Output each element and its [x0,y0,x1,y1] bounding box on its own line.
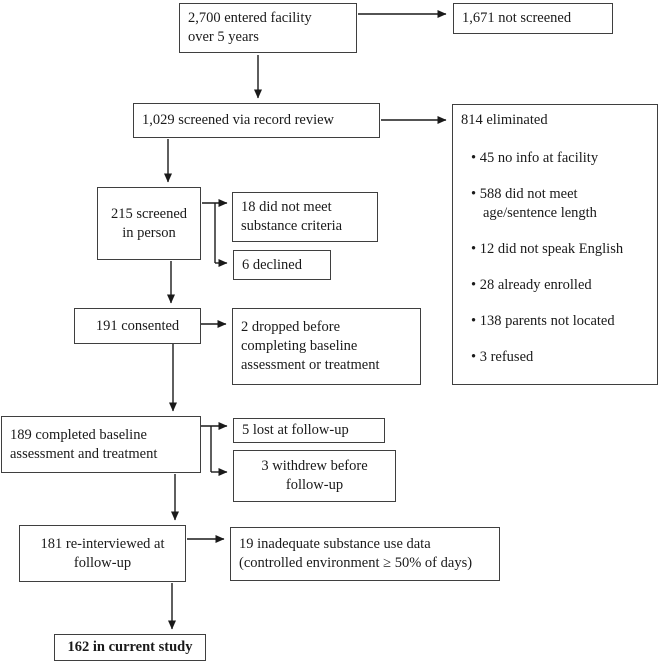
box-reinterviewed-line2: follow-up [73,554,132,571]
box-eliminated-title: 814 eliminated [461,112,548,128]
box-screened-in-person: 215 screened in person [97,187,201,260]
box-baseline-line1: 189 completed baseline [10,426,147,443]
eliminated-reason-text: 3 refused [479,349,534,365]
box-inadequate-line2: (controlled environment ≥ 50% of days) [239,555,473,571]
box-withdrew-line2: follow-up [285,477,344,493]
box-substance-criteria: 18 did not meet substance criteria [232,192,378,242]
eliminated-reason-item: • 12 did not speak English [471,240,645,259]
box-substance-line2: substance criteria [241,218,343,234]
box-lost-line1: 5 lost at follow-up [242,422,349,438]
bullet-glyph: • [471,186,477,202]
box-withdrew-line1: 3 withdrew before [261,458,368,474]
box-substance-line1: 18 did not meet [241,199,332,215]
eliminated-reason-text: 12 did not speak English [479,241,624,257]
bullet-glyph: • [471,313,477,329]
eliminated-reason-item: • 588 did not meet age/sentence length [471,185,645,223]
eliminated-reason-item: • 45 no info at facility [471,149,645,168]
box-baseline-line2: assessment and treatment [10,445,158,462]
box-lost-followup: 5 lost at follow-up [233,418,385,443]
box-reinterviewed: 181 re-interviewed at follow-up [19,525,186,582]
box-entered-facility: 2,700 entered facility over 5 years [179,3,357,53]
box-reinterviewed-line1: 181 re-interviewed at [40,535,165,552]
box-dropped-line1: 2 dropped before [241,319,341,335]
eliminated-reason-text: 45 no info at facility [479,150,599,166]
box-dropped-line3: assessment or treatment [241,357,380,373]
box-screened-line2: in person [122,224,176,241]
box-record-review-line1: 1,029 screened via record review [142,112,335,128]
box-dropped-line2: completing baseline [241,338,358,354]
box-entered-line2: over 5 years [188,29,259,45]
box-not-screened: 1,671 not screened [453,3,613,34]
eliminated-reason-item: • 3 refused [471,348,645,367]
bullet-glyph: • [471,349,477,365]
bullet-glyph: • [471,150,477,166]
box-consented-line1: 191 consented [95,317,180,334]
box-withdrew: 3 withdrew before follow-up [233,450,396,502]
box-not-screened-line1: 1,671 not screened [462,10,572,26]
eliminated-reason-text: 28 already enrolled [479,277,592,293]
box-declined-line1: 6 declined [242,256,302,273]
box-entered-line1: 2,700 entered facility [188,10,312,26]
box-baseline-completed: 189 completed baseline assessment and tr… [1,416,201,473]
eliminated-reason-text: 138 parents not located [479,313,615,329]
box-inadequate-data: 19 inadequate substance use data (contro… [230,527,500,581]
eliminated-reasons-list: • 45 no info at facility • 588 did not m… [461,130,649,367]
box-consented: 191 consented [74,308,201,344]
bullet-glyph: • [471,241,477,257]
box-eliminated: 814 eliminated • 45 no info at facility … [452,104,658,385]
box-current-study-line1: 162 in current study [67,639,193,655]
eliminated-reason-text: 588 did not meet age/sentence length [479,186,597,221]
eliminated-reason-item: • 138 parents not located [471,312,645,331]
eliminated-reason-item: • 28 already enrolled [471,276,645,295]
box-declined: 6 declined [233,250,331,280]
box-dropped: 2 dropped before completing baseline ass… [232,308,421,385]
box-inadequate-line1: 19 inadequate substance use data [239,536,431,552]
box-screened-line1: 215 screened [110,205,188,222]
bullet-glyph: • [471,277,477,293]
box-current-study: 162 in current study [54,634,206,661]
box-record-review: 1,029 screened via record review [133,103,380,138]
